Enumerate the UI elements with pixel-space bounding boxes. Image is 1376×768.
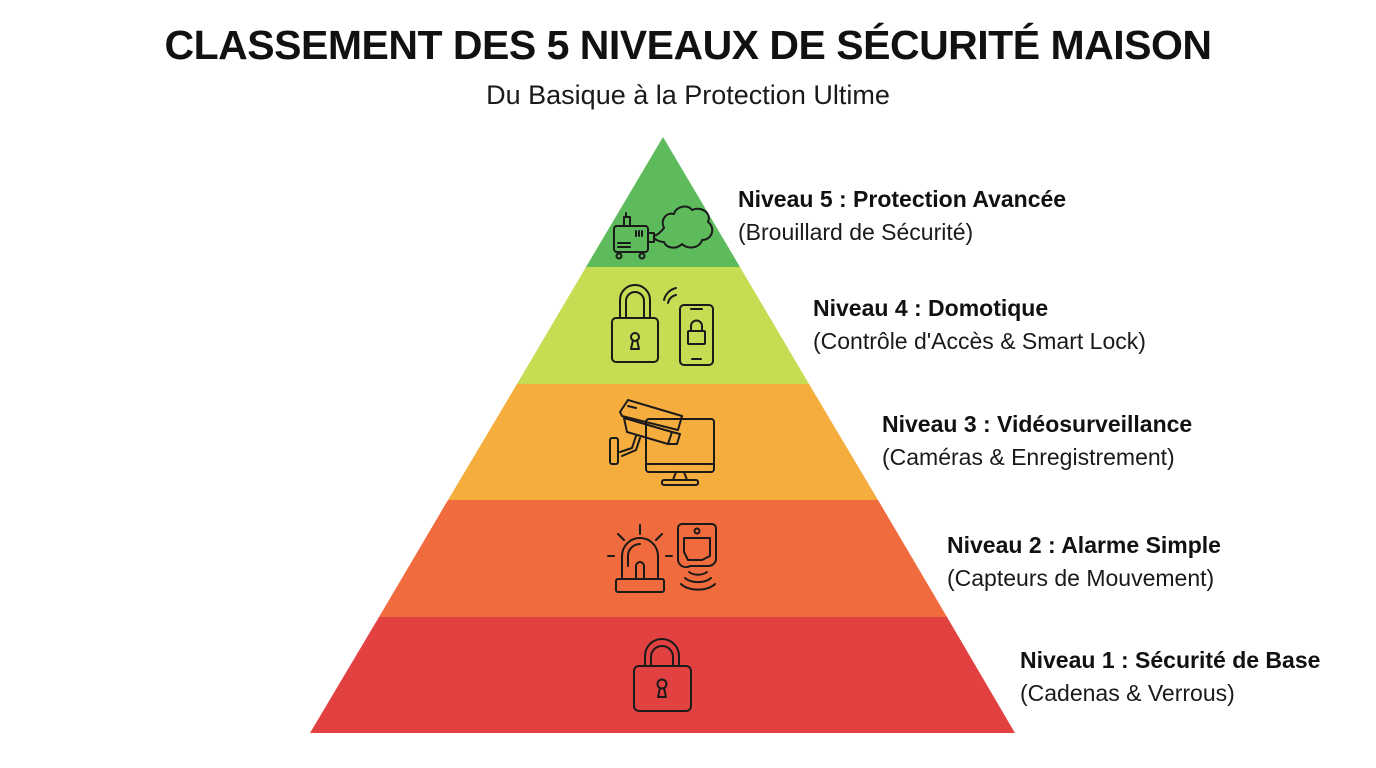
level-2-label: Niveau 2 : Alarme Simple (Capteurs de Mo…	[947, 529, 1221, 595]
level-4-label: Niveau 4 : Domotique (Contrôle d'Accès &…	[813, 292, 1146, 358]
smart-lock-phone-icon	[611, 284, 714, 366]
level-3-title: Niveau 3 : Vidéosurveillance	[882, 411, 1193, 437]
level-1-title: Niveau 1 : Sécurité de Base	[1020, 647, 1321, 673]
level-1-label: Niveau 1 : Sécurité de Base (Cadenas & V…	[1020, 644, 1320, 710]
level-2-description: (Capteurs de Mouvement)	[947, 565, 1215, 591]
fog-machine-icon	[613, 205, 714, 260]
level-1-description: (Cadenas & Verrous)	[1020, 680, 1235, 706]
page-title: CLASSEMENT DES 5 NIVEAUX DE SÉCURITÉ MAI…	[164, 22, 1212, 68]
pyramid-tier-2	[379, 500, 947, 617]
padlock-icon	[633, 638, 692, 712]
page-subtitle: Du Basique à la Protection Ultime	[486, 80, 890, 110]
level-5-label: Niveau 5 : Protection Avancée (Brouillar…	[738, 183, 1066, 249]
level-4-title: Niveau 4 : Domotique	[813, 295, 1049, 321]
level-3-description: (Caméras & Enregistrement)	[882, 444, 1175, 470]
level-5-title: Niveau 5 : Protection Avancée	[738, 186, 1067, 212]
level-3-label: Niveau 3 : Vidéosurveillance (Caméras & …	[882, 408, 1192, 474]
pyramid-tier-5	[586, 137, 740, 267]
level-4-description: (Contrôle d'Accès & Smart Lock)	[813, 328, 1146, 354]
siren-motion-sensor-icon	[607, 523, 717, 593]
level-2-title: Niveau 2 : Alarme Simple	[947, 532, 1221, 558]
camera-monitor-icon	[609, 399, 715, 486]
pyramid-tier-4	[517, 267, 809, 384]
level-5-description: (Brouillard de Sécurité)	[738, 219, 974, 245]
pyramid-tier-1	[310, 617, 1015, 733]
